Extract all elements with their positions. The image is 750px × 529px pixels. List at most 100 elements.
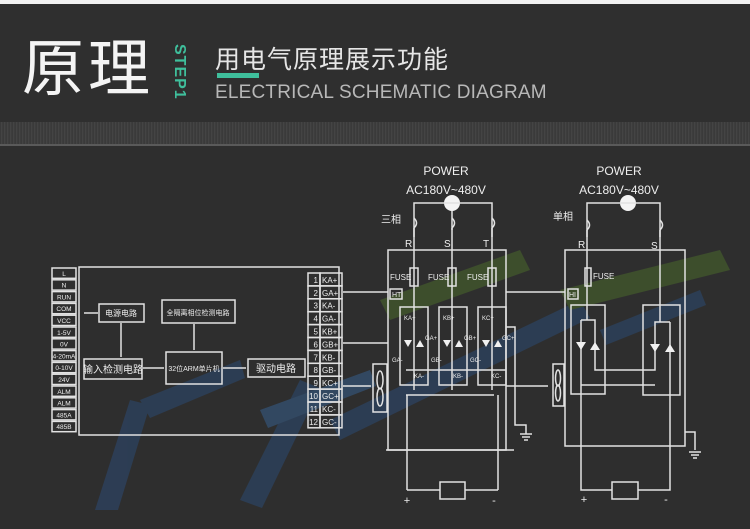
left-terminal-cell [51,420,77,433]
scr-label: GC+ [502,336,515,342]
right-terminal-number: 11 [310,405,319,414]
left-terminal-cell [51,373,77,386]
mcu-label: 32位ARM单片机 [168,364,219,373]
left-terminal-cell [51,361,77,374]
right-terminal-label: GC- [322,418,337,427]
schematic-svg: LNRUNCOMVCC1-5V0V4-20mA0-10V24VALMALM485… [51,164,730,510]
scr-label: KC+ [482,316,494,322]
right-terminal-number: 8 [314,366,319,375]
mcu-box [165,351,223,385]
thyristor-icon [455,340,463,347]
right-terminal-label: GB+ [322,340,339,349]
hi-box [567,288,579,300]
thyristor-group [404,340,675,352]
thyristor-icon [590,342,600,350]
wire [580,320,612,491]
left-terminal-label: 24V [58,377,70,384]
left-terminal-cell [51,267,77,280]
left-terminal-cell [51,385,77,398]
fuse-label: FUSE [467,273,488,282]
subtitle-cn: 用电气原理展示功能 [215,45,450,74]
scr-module-a [399,306,429,386]
left-terminal-cell [51,326,77,339]
left-terminal-cell [51,290,77,303]
wire [413,202,493,237]
right-terminal-number: 6 [314,340,319,349]
right-terminal-number: 10 [309,392,318,401]
right-terminal-number: 1 [314,276,319,285]
scr-module-1 [570,304,606,395]
fuse-label: FUSE [428,273,449,282]
scr-label: KB- [453,374,463,380]
scr-label: KA+ [404,316,416,322]
phase-t-label: T [483,239,489,250]
single-phase-enclosure [564,249,686,447]
scr-label: KB+ [443,316,455,322]
phase-r-label: R [405,239,412,250]
left-terminal-label: 485B [56,424,71,431]
thyristor-icon [576,342,586,350]
input-detect-label: 输入检测电路 [83,363,143,376]
phase-s-label: S [651,241,658,252]
texture-band [0,122,750,144]
fuse [584,267,592,287]
left-terminal-label: VCC [57,318,71,325]
right-terminal-label: GA+ [322,289,339,298]
driver-box [247,358,306,378]
scr-label: GB+ [464,336,477,342]
left-terminal-label: 1-5V [57,330,71,337]
divider [0,144,750,146]
scr-label: GA+ [425,336,438,342]
accent-bar [217,73,259,78]
thyristor-icon [443,340,451,347]
minus-label: - [492,495,496,507]
hi-label: HI [569,292,576,299]
fan-box [552,363,565,407]
scr-label: KA- [414,374,424,380]
left-terminal-cell [51,314,77,327]
left-terminal-label: N [62,283,67,290]
phase-detect-box [161,299,236,324]
left-terminal-cell [51,397,77,409]
scr-label: KC- [491,374,501,380]
scr-module-b [438,306,468,386]
input-detect-box [83,358,143,380]
thyristor-icon [650,344,660,352]
power-label: POWER [423,164,469,178]
right-terminal-label: KA- [322,302,336,311]
fan-icon [376,387,384,407]
right-terminal-label: GA- [322,315,337,324]
right-terminal-label: KB- [322,353,336,362]
wire [451,217,456,229]
page-title: 原理 [22,32,155,105]
left-terminal-label: COM [56,306,71,313]
fuse-r [409,267,419,287]
left-terminal-label: L [62,271,66,278]
ht-label: HT [392,292,402,299]
left-terminal-label: 0-10V [55,365,73,372]
left-terminal-label: 4-20mA [53,353,76,360]
scr-label: GC- [470,358,481,364]
load-resistor [611,481,639,500]
fan-icon [376,370,384,390]
left-terminal-label: 0V [60,342,69,349]
thyristor-icon [482,340,490,347]
ground-wire [685,431,696,450]
step-label: STEP1 [171,44,188,100]
scr-label: GB- [431,358,442,364]
wire [491,217,496,229]
right-terminal-number: 4 [314,315,319,324]
header: 原理 STEP1 用电气原理展示功能 ELECTRICAL SCHEMATIC … [0,4,750,122]
ground-wire [506,326,527,434]
wire [581,319,670,371]
left-terminal-label: ALM [57,401,70,408]
right-terminal-label-cell [319,414,343,429]
right-terminal-label: GB- [322,366,337,375]
power-label: POWER [596,164,642,178]
minus-label: - [664,494,668,506]
fuse-s [447,267,457,287]
phase-type-label: 三相 [381,213,401,226]
fuse-label: FUSE [593,272,614,281]
